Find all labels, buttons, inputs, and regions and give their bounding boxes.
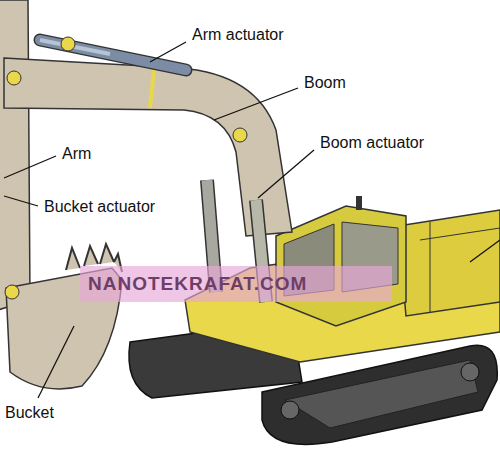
part-label: Bucket [3, 404, 56, 422]
part-label: Boom actuator [318, 134, 426, 152]
part-label: Arm actuator [190, 26, 286, 44]
part-label: Bucket actuator [42, 198, 157, 216]
part-label: Boom [302, 74, 348, 92]
watermark: NANOTEKRAFAT.COM [88, 273, 307, 295]
part-label: Arm [60, 145, 93, 163]
